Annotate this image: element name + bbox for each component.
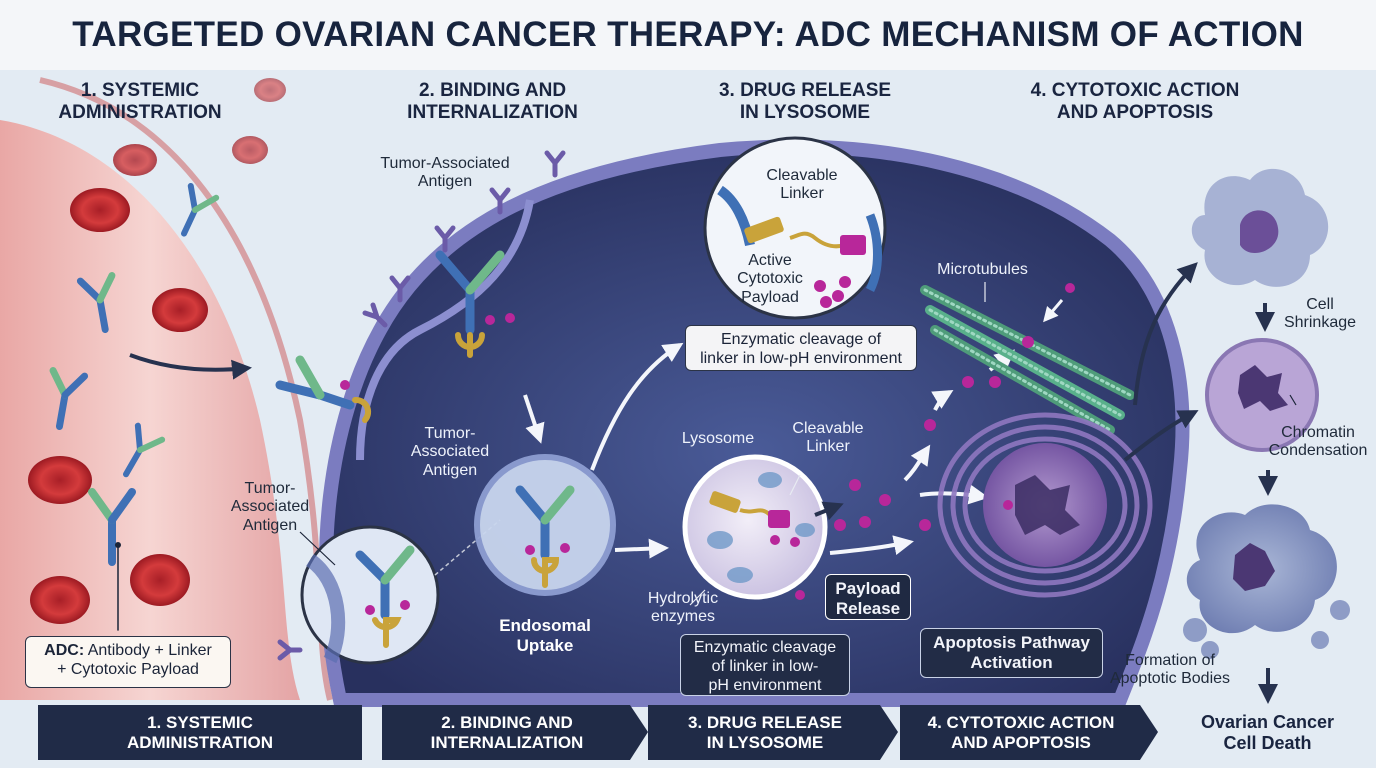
adc-definition-box: ADC: Antibody + Linker + Cytotoxic Paylo… xyxy=(25,636,231,688)
zoom-inset-top xyxy=(703,136,887,320)
label-antigen-top: Tumor-Associated Antigen xyxy=(380,155,510,191)
step-2-heading-line2: INTERNALIZATION xyxy=(407,101,578,123)
released-payload xyxy=(795,376,1001,600)
lysosome xyxy=(682,454,828,600)
label-active-payload: Active Cytotoxic Payload xyxy=(737,252,803,306)
label-antigen-mid: Tumor- Associated Antigen xyxy=(410,425,490,479)
label-chromatin-condensation: Chromatin Condensation xyxy=(1268,424,1368,460)
step-1-heading: 1. SYSTEMIC ADMINISTRATION xyxy=(40,80,240,124)
shrinking-cell xyxy=(1191,168,1329,287)
blood-vessel xyxy=(0,120,300,700)
tumor-antigens xyxy=(277,150,566,661)
enzymatic-cleavage-box-top: Enzymatic cleavage of linker in low-pH e… xyxy=(685,325,917,371)
binding-adc xyxy=(435,250,515,358)
label-lysosome: Lysosome xyxy=(681,430,755,447)
bottom-step-bar xyxy=(38,705,1158,760)
payload-release-box: Payload Release xyxy=(825,574,911,620)
label-endosomal-uptake: Endosomal Uptake xyxy=(499,616,591,655)
diagram-title: TARGETED OVARIAN CANCER THERAPY: ADC MEC… xyxy=(0,0,1376,71)
step-3-heading-line2: IN LYSOSOME xyxy=(739,101,871,123)
chromatin-cell xyxy=(1205,338,1319,452)
step-4-heading-line2: AND APOPTOSIS xyxy=(1056,101,1214,123)
red-blood-cells xyxy=(28,78,286,624)
label-cleavable-linker-top: Cleavable Linker xyxy=(766,167,838,203)
illustration xyxy=(0,70,1376,768)
label-hydrolytic-enzymes: Hydrolytic enzymes xyxy=(647,590,719,626)
endoplasmic-reticulum xyxy=(937,412,1153,598)
step-2-heading-line1: 2. BINDING AND xyxy=(418,80,567,101)
enzymatic-cleavage-box-bottom: Enzymatic cleavage of linker in low- pH … xyxy=(680,634,850,696)
adc-antibodies-vessel xyxy=(49,182,220,631)
step-4-heading: 4. CYTOTOXIC ACTION AND APOPTOSIS xyxy=(1005,80,1265,124)
label-antigen-left: Tumor- Associated Antigen xyxy=(230,480,310,534)
label-cleavable-linker-mid: Cleavable Linker xyxy=(792,420,864,456)
apoptosis-activation-box: Apoptosis Pathway Activation xyxy=(920,628,1103,678)
step-4-heading-line1: 4. CYTOTOXIC ACTION xyxy=(1030,80,1240,101)
step-3-heading-line1: 3. DRUG RELEASE xyxy=(718,80,892,101)
step-2-heading: 2. BINDING AND INTERNALIZATION xyxy=(385,80,600,124)
step-1-heading-line2: ADMINISTRATION xyxy=(58,101,222,123)
step-3-heading: 3. DRUG RELEASE IN LYSOSOME xyxy=(700,80,910,124)
step-1-heading-line1: 1. SYSTEMIC xyxy=(80,80,200,101)
label-cell-shrinkage: Cell Shrinkage xyxy=(1283,296,1357,332)
label-apoptotic-bodies: Formation of Apoptotic Bodies xyxy=(1109,652,1231,688)
label-cell-death: Ovarian Cancer Cell Death xyxy=(1200,712,1335,753)
apoptotic-cell xyxy=(1183,504,1350,659)
label-microtubules: Microtubules xyxy=(937,261,1028,278)
zoom-inset-left xyxy=(300,525,440,665)
